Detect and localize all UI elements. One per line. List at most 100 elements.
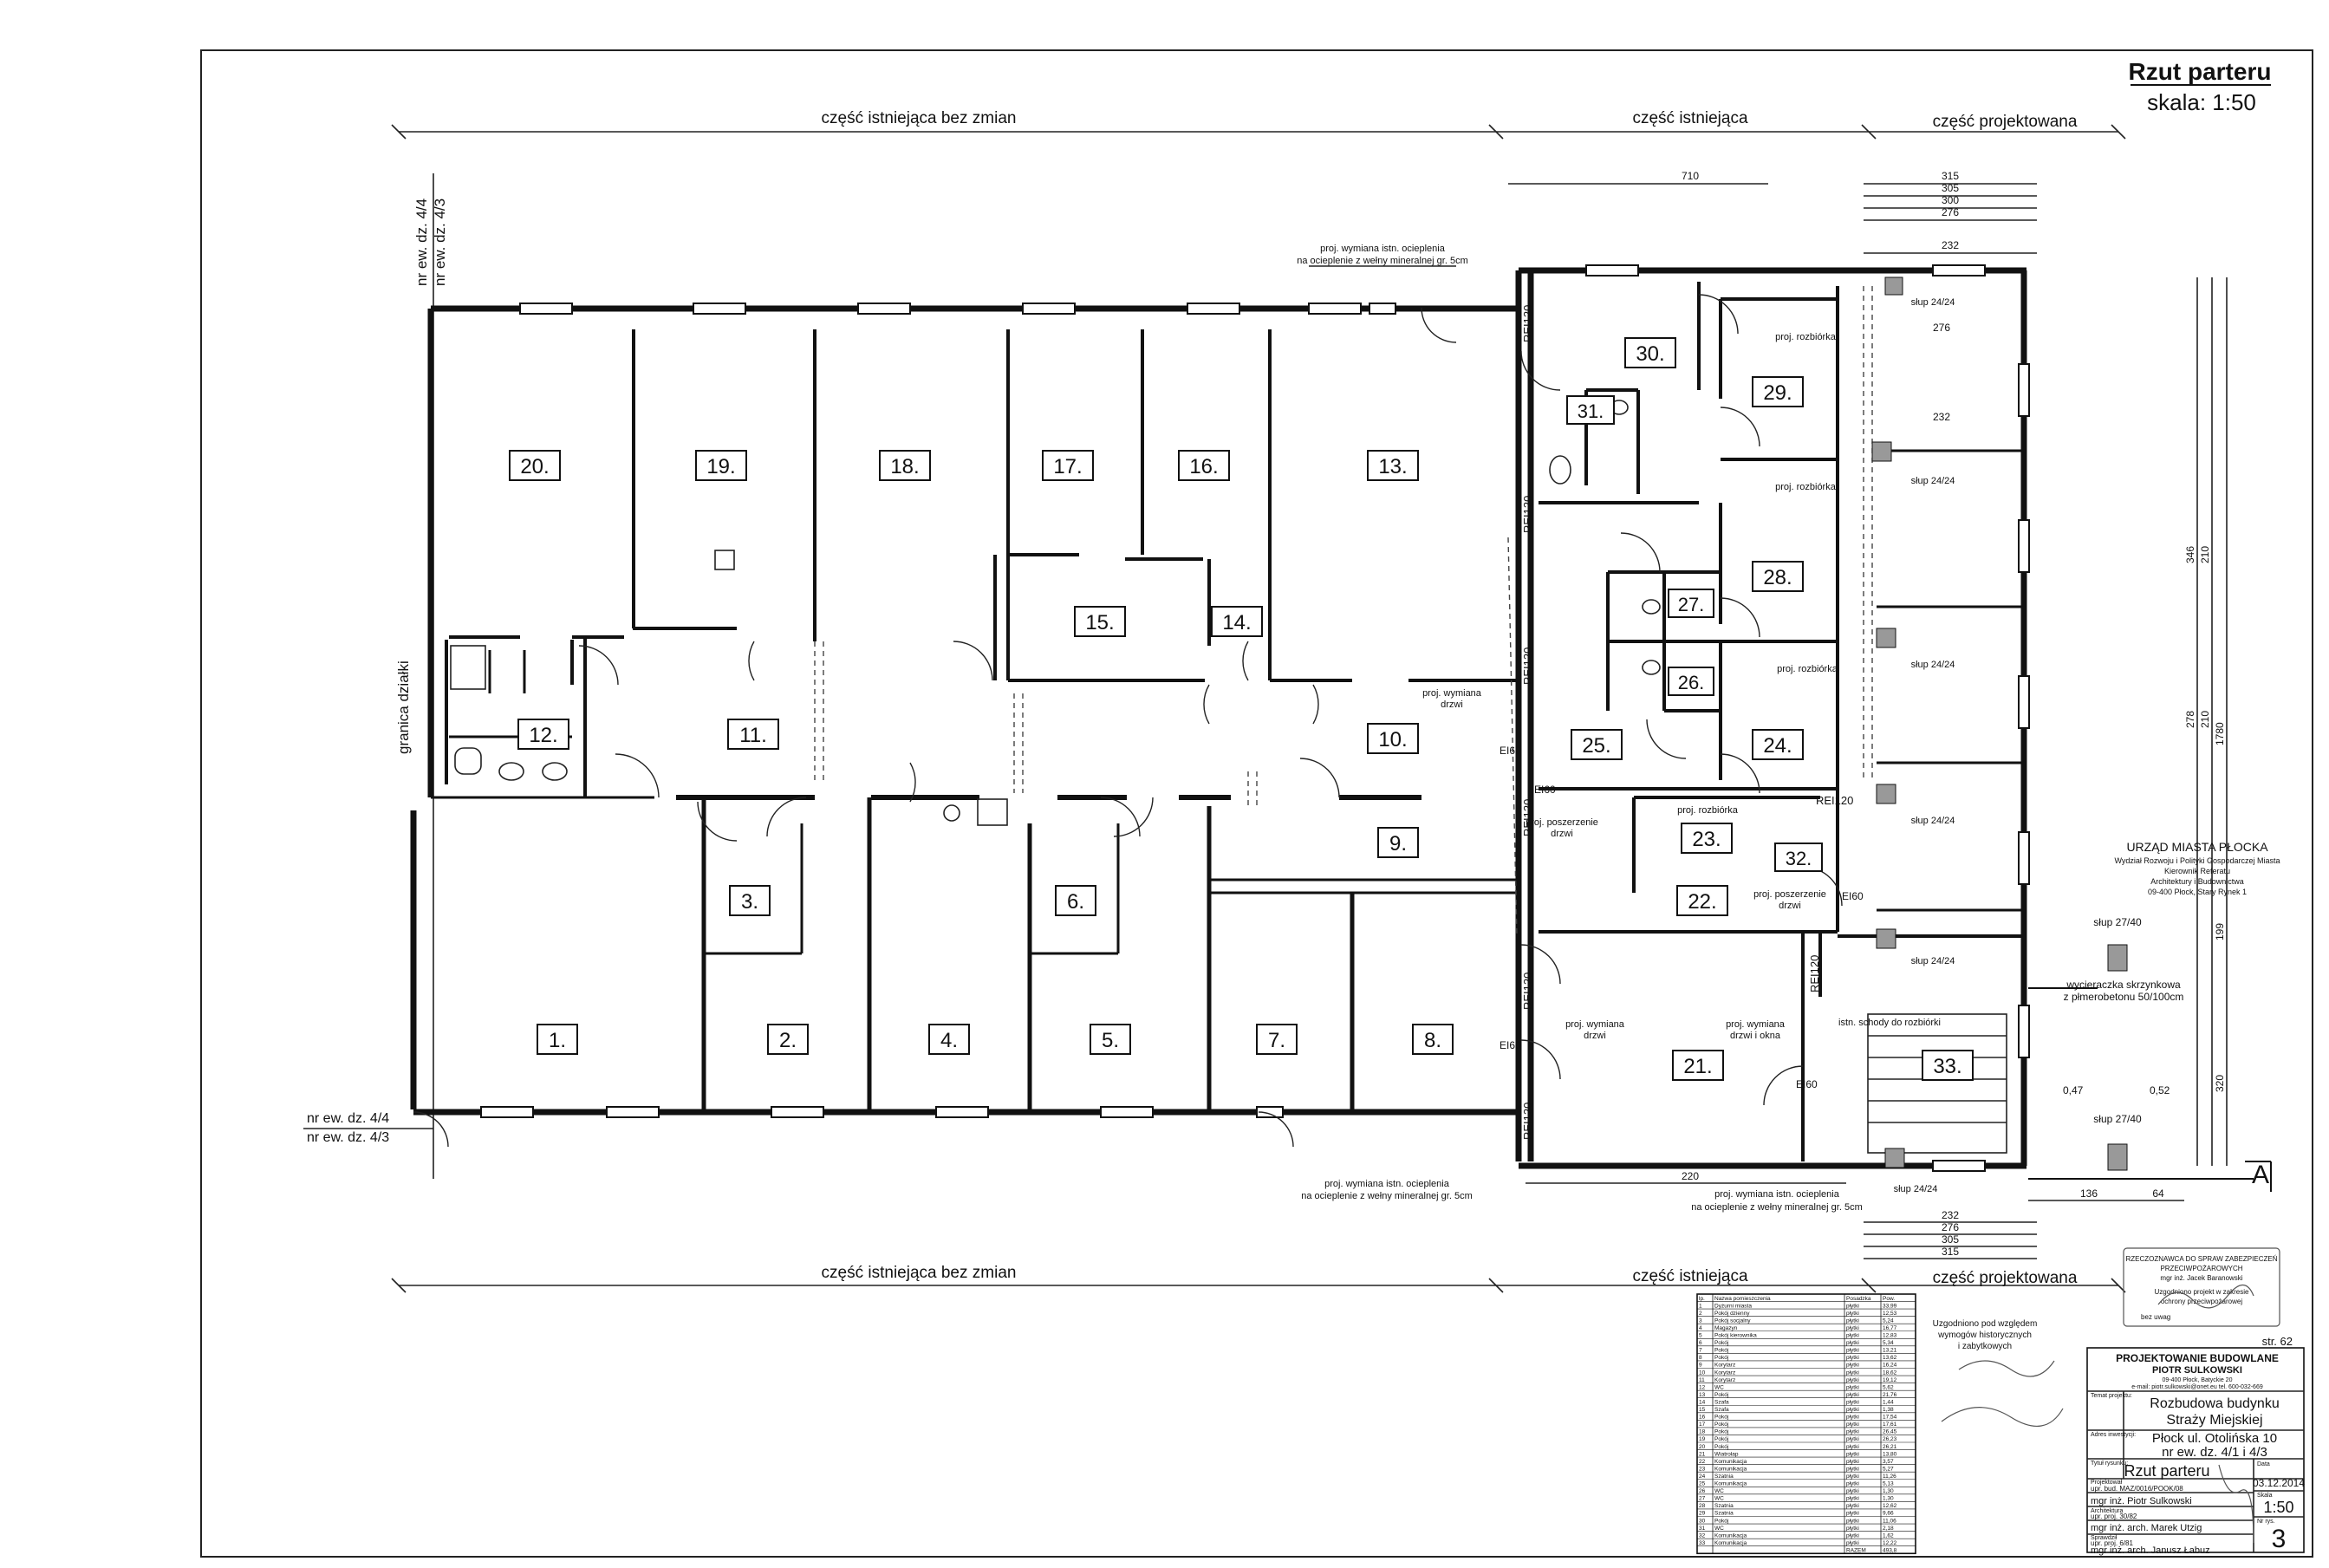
legend-row-cell: płytki: [1846, 1392, 1859, 1398]
legend-row-cell: Dyżurni miasta: [1714, 1303, 1752, 1309]
title-block: PROJEKTOWANIE BUDOWLANE PIOTR SULKOWSKI …: [2086, 1347, 2305, 1556]
legend-row-cell: 3,57: [1883, 1459, 1894, 1465]
svg-text:REI120: REI120: [1521, 973, 1534, 1010]
legend-row-cell: 13,21: [1883, 1348, 1897, 1354]
svg-text:Kierownik Referatu: Kierownik Referatu: [2164, 867, 2230, 875]
legend-row-cell: 18,62: [1883, 1370, 1897, 1376]
room-14: 14.: [1211, 606, 1263, 637]
title-block-company: PROJEKTOWANIE BUDOWLANE: [2116, 1352, 2279, 1364]
legend-row-cell: 26,21: [1883, 1444, 1897, 1450]
legend-row-cell: płytki: [1846, 1407, 1859, 1413]
legend-row-cell: 23: [1699, 1466, 1706, 1472]
svg-text:proj. rozbiórka: proj. rozbiórka: [1777, 664, 1838, 674]
svg-text:REI120: REI120: [1521, 305, 1534, 342]
svg-text:drzwi: drzwi: [1551, 829, 1573, 839]
legend-row-cell: 30: [1699, 1518, 1706, 1524]
legend-row-cell: 12,53: [1883, 1311, 1897, 1317]
room-27: 27.: [1668, 589, 1714, 618]
building-walls: [410, 267, 2254, 1180]
svg-text:Tytuł rysunku:: Tytuł rysunku:: [2091, 1461, 2128, 1467]
svg-text:REI120: REI120: [1521, 1103, 1534, 1140]
svg-text:proj. wymiana: proj. wymiana: [1726, 1019, 1786, 1030]
legend-header-cell: lp.: [1699, 1296, 1705, 1302]
svg-text:220: 220: [1682, 1170, 1699, 1182]
legend-row-cell: Komunikacja: [1714, 1532, 1747, 1539]
svg-text:proj. poszerzenie: proj. poszerzenie: [1526, 817, 1598, 828]
columns: [1871, 277, 2128, 1171]
legend-frame: [1696, 1293, 1916, 1555]
svg-text:na ocieplenie z wełny mineraln: na ocieplenie z wełny mineralnej gr. 5cm: [1297, 256, 1468, 266]
room-9: 9.: [1377, 827, 1419, 858]
svg-text:słup 24/24: słup 24/24: [1911, 297, 1955, 308]
svg-text:upr. proj. 6/81: upr. proj. 6/81: [2091, 1539, 2133, 1547]
svg-text:proj. wymiana istn. ocieplenia: proj. wymiana istn. ocieplenia: [1324, 1179, 1450, 1189]
svg-text:REI120: REI120: [1521, 496, 1534, 533]
legend-row-cell: Korytarz: [1714, 1377, 1735, 1383]
legend-row-cell: 26,45: [1883, 1429, 1897, 1435]
legend-row-cell: 12,83: [1883, 1333, 1897, 1339]
svg-text:15.: 15.: [1085, 611, 1114, 634]
legend-row-cell: płytki: [1846, 1503, 1859, 1509]
svg-text:EI60: EI60: [1796, 1078, 1818, 1090]
legend-row-cell: 16,24: [1883, 1363, 1897, 1369]
svg-text:5.: 5.: [1102, 1029, 1119, 1052]
svg-text:URZĄD MIASTA PŁOCKA: URZĄD MIASTA PŁOCKA: [2126, 840, 2268, 854]
legend-row-cell: 1,30: [1883, 1496, 1894, 1502]
svg-text:RZECZOZNAWCA DO SPRAW ZABEZPIE: RZECZOZNAWCA DO SPRAW ZABEZPIECZEŃ: [2126, 1255, 2278, 1263]
legend-row-cell: 12,22: [1883, 1540, 1897, 1546]
svg-text:Data: Data: [2257, 1461, 2270, 1467]
svg-text:13.: 13.: [1378, 455, 1407, 478]
legend-row-cell: 12,62: [1883, 1503, 1897, 1509]
svg-text:17.: 17.: [1053, 455, 1082, 478]
svg-text:Wydział Rozwoju i Polityki Gos: Wydział Rozwoju i Polityki Gospodarczej …: [2115, 856, 2280, 865]
legend-row-cell: 13,80: [1883, 1451, 1897, 1457]
svg-text:20.: 20.: [520, 455, 549, 478]
svg-text:REI120: REI120: [1816, 794, 1853, 807]
svg-text:EI60: EI60: [1842, 890, 1864, 902]
svg-text:232: 232: [1942, 1209, 1959, 1221]
svg-text:ochrony przeciwpożarowej: ochrony przeciwpożarowej: [2161, 1298, 2242, 1305]
svg-text:276: 276: [1942, 1221, 1959, 1233]
legend-row-cell: płytki: [1846, 1348, 1859, 1354]
legend-row-cell: 25: [1699, 1481, 1706, 1487]
svg-text:2.: 2.: [779, 1029, 797, 1052]
legend-row-cell: 20: [1699, 1444, 1706, 1450]
svg-text:na ocieplenie z wełny mineraln: na ocieplenie z wełny mineralnej gr. 5cm: [1301, 1191, 1473, 1201]
svg-text:wymogów historycznych: wymogów historycznych: [1937, 1331, 2032, 1340]
svg-text:Temat projektu:: Temat projektu:: [2091, 1393, 2132, 1399]
legend-row-cell: płytki: [1846, 1466, 1859, 1472]
legend-row-cell: 24: [1699, 1474, 1706, 1480]
stamp-heritage: Uzgodniono pod względem wymogów historyc…: [1933, 1319, 2064, 1427]
section-axis-label: A: [2252, 1161, 2269, 1189]
svg-text:33.: 33.: [1933, 1055, 1961, 1078]
legend-row-cell: Pokój: [1714, 1518, 1728, 1524]
room-33: 33.: [1922, 1050, 1974, 1081]
room-19: 19.: [695, 450, 747, 481]
legend-row-cell: Wiatrołap: [1714, 1451, 1739, 1457]
legend-row-cell: Pokój: [1714, 1340, 1728, 1346]
svg-text:mgr inż. arch. Janusz Łabuz: mgr inż. arch. Janusz Łabuz: [2091, 1545, 2210, 1556]
title-block-owner: PIOTR SULKOWSKI: [2152, 1365, 2242, 1376]
legend-row-cell: 5,62: [1883, 1384, 1894, 1390]
svg-text:proj. poszerzenie: proj. poszerzenie: [1753, 889, 1826, 900]
svg-text:istn. schody do rozbiórki: istn. schody do rozbiórki: [1838, 1018, 1941, 1028]
parcel-label-top-b: nr ew. dz. 4/3: [432, 198, 448, 286]
svg-text:Architektura: Architektura: [2091, 1508, 2123, 1514]
room-21: 21.: [1672, 1050, 1724, 1081]
svg-text:10.: 10.: [1378, 728, 1407, 751]
legend-row-cell: 28: [1699, 1503, 1706, 1509]
room-16: 16.: [1178, 450, 1230, 481]
legend-header-cell: Posadzka: [1846, 1296, 1871, 1302]
svg-text:drzwi: drzwi: [1584, 1031, 1606, 1041]
room-12: 12.: [517, 719, 569, 750]
svg-text:09-400 Płock, Batyckie 20: 09-400 Płock, Batyckie 20: [2163, 1377, 2233, 1383]
legend-row-cell: 33,99: [1883, 1303, 1897, 1309]
legend-row-cell: 18: [1699, 1429, 1706, 1435]
svg-text:305: 305: [1942, 1233, 1959, 1246]
room-10: 10.: [1367, 723, 1419, 754]
svg-text:710: 710: [1682, 170, 1699, 182]
zone-top-existing-unchanged: część istniejąca bez zmian: [822, 109, 1017, 127]
legend-row-cell: 17,61: [1883, 1422, 1897, 1428]
legend-row-cell: 5,24: [1883, 1318, 1894, 1324]
